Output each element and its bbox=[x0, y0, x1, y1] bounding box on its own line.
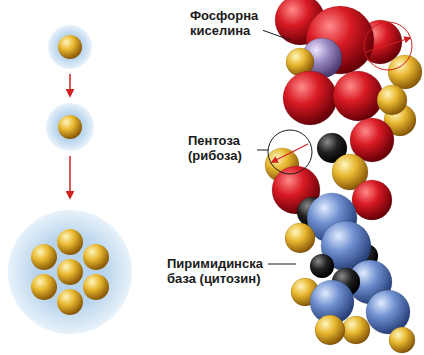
nucleotide-model bbox=[265, 0, 422, 353]
atom-sphere bbox=[310, 254, 334, 278]
atom-sphere bbox=[352, 180, 392, 220]
rotation-marks bbox=[268, 22, 412, 174]
atom-sphere bbox=[389, 327, 415, 353]
cell-sphere bbox=[83, 244, 109, 270]
cell-sequence bbox=[8, 25, 132, 334]
part-label: Пиримидинска база (цитозин) bbox=[166, 256, 268, 286]
atom-sphere bbox=[377, 85, 407, 115]
cell-sphere bbox=[83, 274, 109, 300]
atom-sphere bbox=[388, 55, 422, 89]
cell-sphere bbox=[57, 229, 83, 255]
part-label: Пентоза (рибоза) bbox=[187, 133, 257, 163]
atom-sphere bbox=[285, 223, 315, 253]
cell-sphere bbox=[57, 259, 83, 285]
atom-sphere bbox=[342, 316, 370, 344]
atom-sphere bbox=[283, 71, 337, 125]
cell-sphere bbox=[31, 244, 57, 270]
atom-sphere bbox=[333, 71, 383, 121]
atom-sphere bbox=[315, 315, 345, 345]
part-label: Фосфорна киселина bbox=[189, 8, 263, 38]
cell-sphere bbox=[57, 289, 83, 315]
leader-lines bbox=[256, 30, 296, 264]
cell-sphere bbox=[31, 274, 57, 300]
